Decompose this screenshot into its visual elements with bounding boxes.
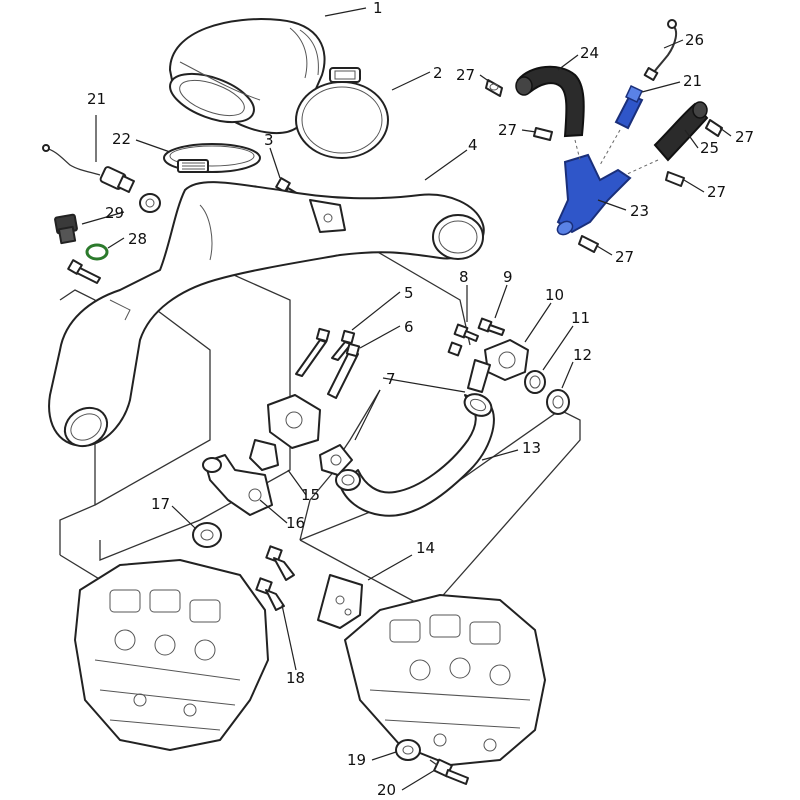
part-1-intake-boot — [169, 18, 326, 135]
part-16-outlet-elbow — [202, 454, 273, 516]
part-27-clip-a — [485, 79, 503, 97]
callout-22: 22 — [112, 130, 131, 148]
callout-3: 3 — [264, 131, 274, 149]
part-14-bracket — [317, 574, 363, 629]
part-24-rubber-hose — [515, 65, 585, 138]
callout-26: 26 — [685, 31, 704, 49]
callout-21-left: 21 — [87, 90, 106, 108]
small-bolt-left — [67, 259, 101, 284]
callout-10: 10 — [545, 286, 564, 304]
part-28-o-ring — [85, 243, 109, 261]
part-9-bolt — [477, 317, 505, 336]
part-17-washer — [192, 522, 222, 548]
part-10-thermostat-housing — [467, 339, 529, 393]
part-12-seal — [546, 389, 570, 415]
callout-17: 17 — [151, 495, 170, 513]
callout-7: 7 — [386, 370, 396, 388]
callout-1: 1 — [373, 0, 383, 17]
part-6-bolt — [327, 342, 361, 399]
callout-27-b: 27 — [498, 121, 517, 139]
callout-29: 29 — [105, 204, 124, 222]
callout-16: 16 — [286, 514, 305, 532]
callout-15: 15 — [301, 486, 320, 504]
callout-27-e: 27 — [615, 248, 634, 266]
callout-11: 11 — [571, 309, 590, 327]
part-21-check-valve — [614, 85, 644, 130]
cylinder-head-right — [344, 594, 546, 766]
part-22-hose-clamp — [163, 143, 261, 173]
callout-25: 25 — [700, 139, 719, 157]
part-27-clip-b — [533, 127, 553, 141]
callout-6: 6 — [404, 318, 414, 336]
callout-2: 2 — [433, 64, 443, 82]
callout-8: 8 — [459, 268, 469, 286]
part-26-cable — [643, 19, 678, 81]
part-15-thermostat-cover — [249, 394, 353, 476]
callout-23: 23 — [630, 202, 649, 220]
callout-5: 5 — [404, 284, 414, 302]
part-19-washer — [395, 739, 421, 761]
part-25-rubber-hose — [653, 101, 709, 162]
callout-21-right: 21 — [683, 72, 702, 90]
callout-20: 20 — [377, 781, 396, 799]
part-2-hose-clamp — [295, 67, 389, 159]
part-8-bolt — [447, 323, 479, 357]
callout-18: 18 — [286, 669, 305, 687]
part-27-clip-c — [705, 119, 723, 137]
callout-12: 12 — [573, 346, 592, 364]
part-18-stud — [255, 545, 295, 611]
callout-27-c: 27 — [735, 128, 754, 146]
part-13-coolant-hose — [335, 393, 495, 517]
callout-9: 9 — [503, 268, 513, 286]
callout-4: 4 — [468, 136, 478, 154]
part-4-air-duct — [48, 181, 485, 448]
callout-24: 24 — [580, 44, 599, 62]
part-29-plug — [54, 213, 78, 245]
part-27-clip-d — [665, 171, 685, 187]
callout-labels: 1 2 3 4 5 6 7 8 9 10 11 12 13 14 15 16 1… — [87, 0, 754, 799]
leader-lines — [81, 7, 732, 791]
callout-27-a: 27 — [456, 66, 475, 84]
part-20-temp-sensor — [429, 758, 469, 785]
part-21-sensor-left — [42, 144, 135, 193]
cylinder-head-left — [74, 559, 269, 751]
part-5-bolt — [295, 327, 356, 377]
callout-14: 14 — [416, 539, 435, 557]
washer-near-sensor — [139, 193, 161, 213]
callout-28: 28 — [128, 230, 147, 248]
part-23-y-connector — [556, 129, 659, 236]
part-27-clip-e — [578, 235, 599, 253]
callout-19: 19 — [347, 751, 366, 769]
callout-27-d: 27 — [707, 183, 726, 201]
part-11-seal — [524, 370, 546, 394]
callout-13: 13 — [522, 439, 541, 457]
